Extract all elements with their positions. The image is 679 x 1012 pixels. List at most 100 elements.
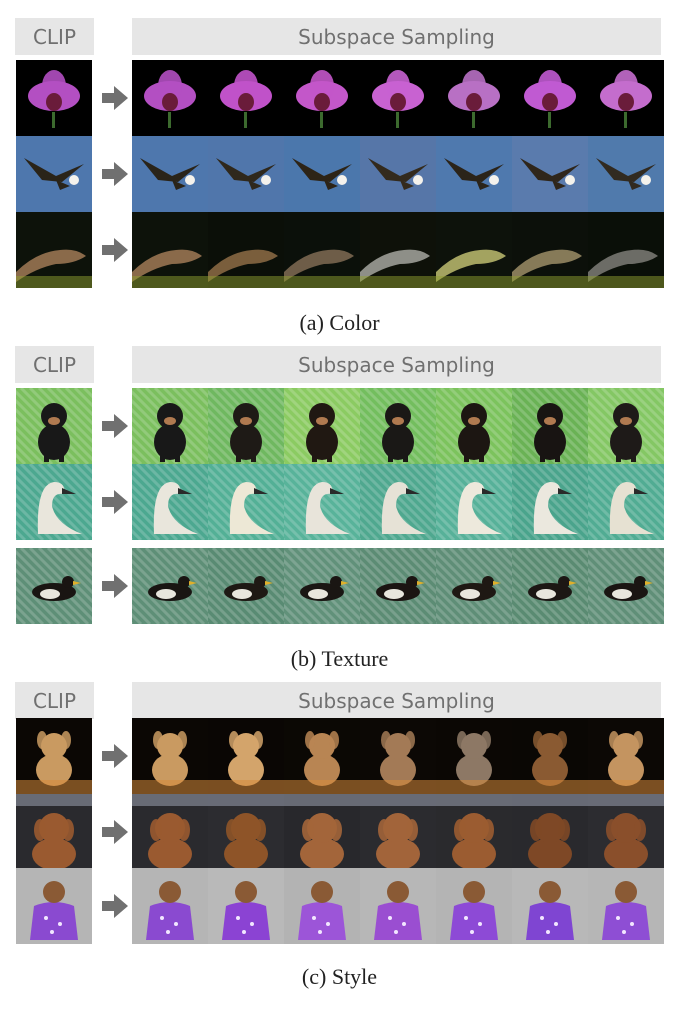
- image-row: [0, 388, 679, 464]
- sampled-image: [512, 868, 588, 944]
- arrow-right-icon: [102, 743, 128, 769]
- clip-image: [16, 868, 92, 944]
- sampled-image: [360, 212, 436, 288]
- clip-image: [16, 60, 92, 136]
- arrow-right-icon: [102, 161, 128, 187]
- clip-image: [16, 212, 92, 288]
- sampled-image: [512, 212, 588, 288]
- sampled-image: [512, 136, 588, 212]
- clip-image: [16, 136, 92, 212]
- sampled-image: [132, 388, 208, 464]
- panel-texture: CLIP Subspace Sampling: [0, 346, 679, 676]
- image-row: [0, 794, 679, 870]
- sampled-image: [208, 548, 284, 624]
- sampled-image: [588, 794, 664, 870]
- sampled-image: [132, 548, 208, 624]
- caption-texture: (b) Texture: [290, 646, 389, 671]
- sampled-image: [360, 136, 436, 212]
- arrow-right-icon: [102, 85, 128, 111]
- sampled-image: [208, 718, 284, 794]
- clip-header: CLIP: [15, 346, 94, 383]
- sampled-image: [208, 464, 284, 540]
- sampled-image: [132, 464, 208, 540]
- sampled-image: [284, 60, 360, 136]
- arrow-right-icon: [102, 893, 128, 919]
- subspace-sampling-header: Subspace Sampling: [132, 18, 661, 55]
- sampled-image: [208, 388, 284, 464]
- sampled-image: [436, 868, 512, 944]
- sampled-image: [284, 464, 360, 540]
- clip-header: CLIP: [15, 18, 94, 55]
- sampled-image: [132, 212, 208, 288]
- arrow-right-icon: [102, 819, 128, 845]
- sampled-image: [284, 794, 360, 870]
- image-row: [0, 212, 679, 288]
- sampled-image: [436, 212, 512, 288]
- panel-style: CLIP Subspace Sampling: [0, 682, 679, 1012]
- image-row: [0, 60, 679, 136]
- clip-image: [16, 464, 92, 540]
- sampled-image: [512, 464, 588, 540]
- sampled-image: [436, 548, 512, 624]
- panel-color: CLIP Subspace Sampling: [0, 18, 679, 348]
- sampled-image: [512, 548, 588, 624]
- image-row: [0, 136, 679, 212]
- caption-color: (a) Color: [299, 310, 380, 335]
- sampled-image: [208, 212, 284, 288]
- sampled-image: [132, 718, 208, 794]
- sampled-image: [284, 212, 360, 288]
- sampled-image: [132, 60, 208, 136]
- subspace-sampling-header: Subspace Sampling: [132, 346, 661, 383]
- sampled-image: [512, 60, 588, 136]
- sampled-image: [588, 136, 664, 212]
- sampled-image: [436, 60, 512, 136]
- sampled-image: [208, 794, 284, 870]
- sampled-image: [588, 548, 664, 624]
- sampled-image: [512, 388, 588, 464]
- sampled-image: [436, 794, 512, 870]
- clip-image: [16, 388, 92, 464]
- sampled-image: [284, 718, 360, 794]
- sampled-image: [284, 548, 360, 624]
- sampled-image: [436, 464, 512, 540]
- sampled-image: [208, 136, 284, 212]
- sampled-image: [360, 60, 436, 136]
- sampled-image: [512, 794, 588, 870]
- sampled-image: [436, 136, 512, 212]
- clip-image: [16, 548, 92, 624]
- sampled-image: [208, 60, 284, 136]
- sampled-image: [588, 868, 664, 944]
- sampled-image: [436, 388, 512, 464]
- image-row: [0, 464, 679, 540]
- image-row: [0, 718, 679, 794]
- clip-image: [16, 718, 92, 794]
- sampled-image: [284, 136, 360, 212]
- clip-header: CLIP: [15, 682, 94, 719]
- sampled-image: [360, 464, 436, 540]
- caption-style: (c) Style: [301, 964, 378, 989]
- sampled-image: [360, 548, 436, 624]
- sampled-image: [588, 388, 664, 464]
- sampled-image: [208, 868, 284, 944]
- sampled-image: [284, 868, 360, 944]
- sampled-image: [588, 60, 664, 136]
- sampled-image: [132, 868, 208, 944]
- sampled-image: [132, 794, 208, 870]
- sampled-image: [284, 388, 360, 464]
- sampled-image: [360, 794, 436, 870]
- sampled-image: [360, 388, 436, 464]
- sampled-image: [588, 212, 664, 288]
- arrow-right-icon: [102, 489, 128, 515]
- image-row: [0, 868, 679, 944]
- sampled-image: [436, 718, 512, 794]
- sampled-image: [588, 718, 664, 794]
- arrow-right-icon: [102, 573, 128, 599]
- sampled-image: [360, 718, 436, 794]
- sampled-image: [360, 868, 436, 944]
- arrow-right-icon: [102, 237, 128, 263]
- subspace-sampling-header: Subspace Sampling: [132, 682, 661, 719]
- image-row: [0, 548, 679, 624]
- clip-image: [16, 794, 92, 870]
- sampled-image: [588, 464, 664, 540]
- arrow-right-icon: [102, 413, 128, 439]
